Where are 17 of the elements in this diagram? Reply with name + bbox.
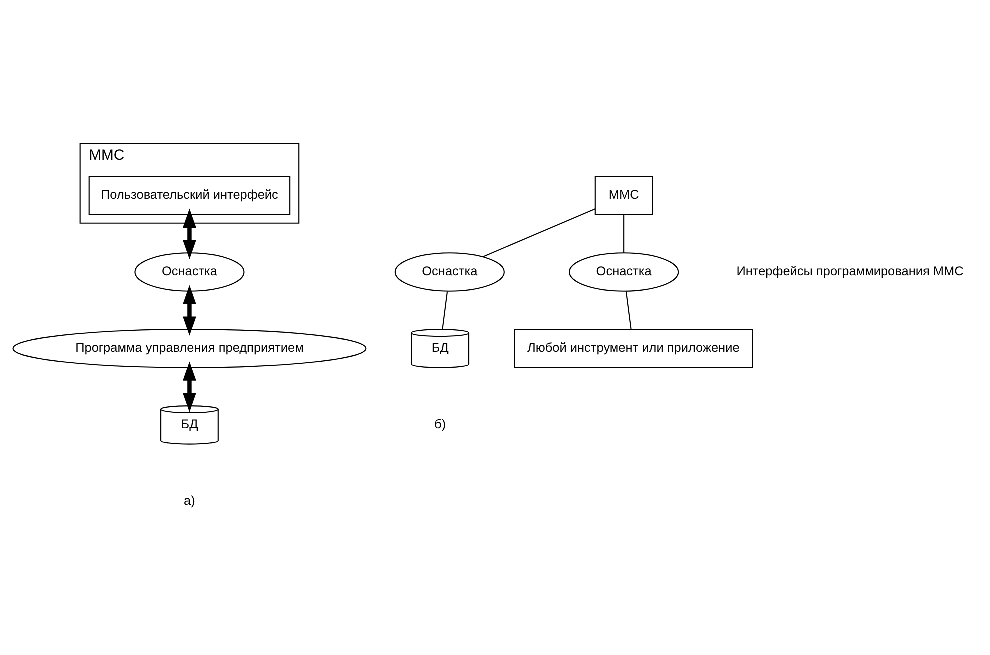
label: Интерфейсы программирования ММС <box>736 263 964 278</box>
connector <box>624 214 625 253</box>
node-ellipse: Оснастка <box>134 252 245 292</box>
node-ellipse: Оснастка <box>394 252 505 292</box>
node-box: Любой инструмент или приложение <box>514 328 754 368</box>
label: а) <box>184 492 196 508</box>
node-ellipse: Программа управления предприятием <box>12 328 367 368</box>
arrow <box>183 361 196 412</box>
node-box: ММС <box>594 176 654 215</box>
connector <box>442 291 448 330</box>
connector <box>626 291 632 330</box>
label: б) <box>434 416 446 431</box>
arrow <box>183 284 196 336</box>
connector <box>482 208 596 257</box>
arrow <box>183 208 196 259</box>
node-ellipse: Оснастка <box>569 252 680 292</box>
node-box: Пользовательский интерфейс <box>88 176 291 215</box>
